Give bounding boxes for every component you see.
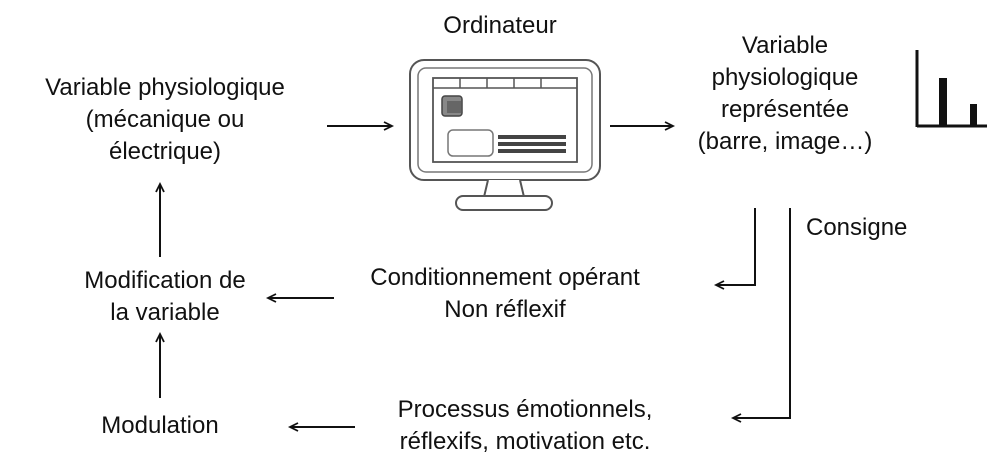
computer-monitor-icon (409, 59, 601, 211)
modification-line-2: la variable (110, 299, 220, 326)
processes-line-1: Processus émotionnels, (397, 396, 653, 423)
bar-chart-icon (915, 50, 987, 128)
physiological-variable-line-3: électrique) (108, 138, 222, 165)
represented-variable-label: Variable physiologique représentée (barr… (660, 30, 910, 158)
physiological-variable-line-2: (mécanique ou (85, 106, 245, 133)
arrow-instruction-to-processes (730, 208, 791, 423)
represented-variable-line-4: (barre, image…) (697, 128, 873, 155)
represented-variable-line-2: physiologique (711, 64, 859, 91)
physiological-variable-label: Variable physiologique (mécanique ou éle… (0, 72, 330, 168)
modulation-label: Modulation (101, 412, 219, 439)
instruction-label: Consigne (806, 214, 908, 241)
represented-variable-line-3: représentée (720, 96, 850, 123)
conditioning-line-2: Non réflexif (444, 296, 566, 323)
conditioning-label: Conditionnement opérant Non réflexif (330, 262, 680, 326)
computer-label: Ordinateur (443, 12, 557, 39)
modification-line-1: Modification de (84, 267, 246, 294)
arrow-represented-to-conditioning (713, 208, 756, 290)
represented-variable-line-1: Variable (741, 32, 829, 59)
processes-line-2: réflexifs, motivation etc. (399, 428, 651, 455)
physiological-variable-line-1: Variable physiologique (45, 74, 285, 101)
processes-label: Processus émotionnels, réflexifs, motiva… (360, 394, 690, 458)
conditioning-line-1: Conditionnement opérant (370, 264, 640, 291)
modification-label: Modification de la variable (20, 265, 310, 329)
